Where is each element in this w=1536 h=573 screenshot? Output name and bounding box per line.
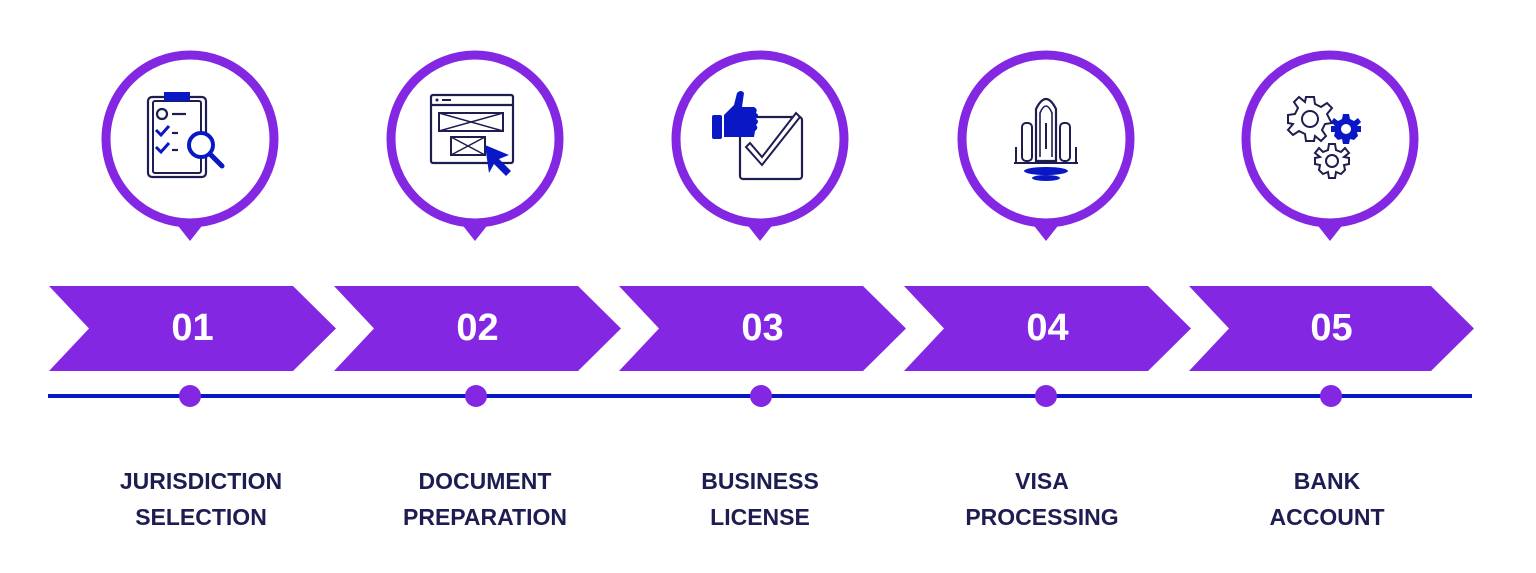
- timeline-dot: [750, 385, 772, 407]
- label-line: DOCUMENT: [418, 468, 552, 494]
- rocket-launch-icon: [1014, 97, 1078, 181]
- step-1-chevron: 01: [49, 286, 336, 371]
- clipboard-search-icon: [146, 92, 225, 179]
- label-line: BUSINESS: [701, 468, 819, 494]
- label-line: VISA: [1015, 468, 1069, 494]
- label-line: BANK: [1293, 468, 1361, 494]
- label-line: SELECTION: [135, 504, 267, 530]
- timeline-dot: [465, 385, 487, 407]
- label-line: ACCOUNT: [1269, 504, 1385, 530]
- step-5-label: BANK ACCOUNT: [1197, 463, 1457, 535]
- step-4-bubble: [957, 50, 1135, 242]
- pin-frame-icon: [386, 50, 564, 241]
- step-3-label: BUSINESS LICENSE: [630, 463, 890, 535]
- step-3-chevron: 03: [619, 286, 906, 371]
- timeline-dot: [1320, 385, 1342, 407]
- step-number: 02: [456, 307, 499, 349]
- thumbs-up-checkbox-icon: [712, 91, 804, 181]
- step-5-bubble: [1241, 50, 1419, 242]
- step-1-bubble: [101, 50, 279, 242]
- step-2-label: DOCUMENT PREPARATION: [355, 463, 615, 535]
- web-document-cursor-icon: [429, 93, 515, 176]
- timeline-dot: [179, 385, 201, 407]
- chevron-arrow-icon: [904, 286, 1191, 371]
- pin-frame-icon: [1241, 50, 1419, 241]
- pin-frame-icon: [671, 50, 849, 241]
- chevron-arrow-icon: [49, 286, 336, 371]
- step-1-label: JURISDICTION SELECTION: [71, 463, 331, 535]
- step-number: 05: [1310, 307, 1353, 349]
- timeline-dot: [1035, 385, 1057, 407]
- step-2-chevron: 02: [334, 286, 621, 371]
- label-line: PROCESSING: [965, 504, 1119, 530]
- step-number: 03: [741, 307, 784, 349]
- label-line: JURISDICTION: [119, 468, 283, 494]
- label-line: LICENSE: [710, 504, 810, 530]
- step-3-bubble: [671, 50, 849, 242]
- step-5-chevron: 05: [1189, 286, 1474, 371]
- step-number: 04: [1026, 307, 1069, 349]
- step-2-bubble: [386, 50, 564, 242]
- chevron-arrow-icon: [1189, 286, 1474, 371]
- gears-icon: [1286, 95, 1361, 179]
- step-4-chevron: 04: [904, 286, 1191, 371]
- step-4-label: VISA PROCESSING: [912, 463, 1172, 535]
- chevron-arrow-icon: [334, 286, 621, 371]
- label-line: PREPARATION: [403, 504, 567, 530]
- step-number: 01: [171, 307, 214, 349]
- chevron-arrow-icon: [619, 286, 906, 371]
